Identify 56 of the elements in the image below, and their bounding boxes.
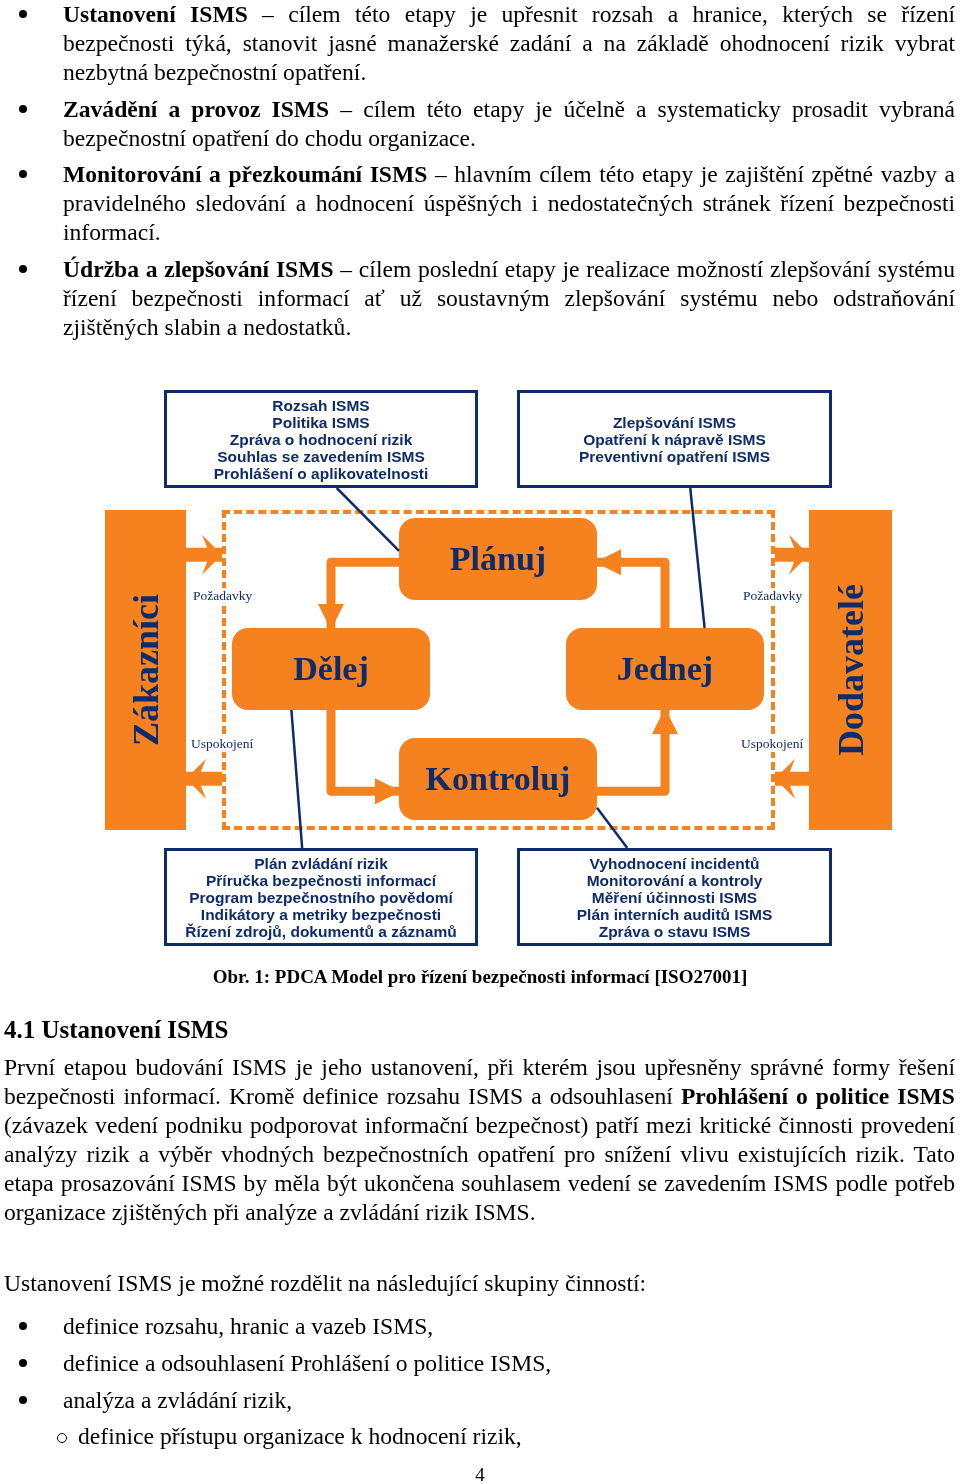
callout-item: Souhlas se zavedením ISMS — [217, 447, 425, 465]
callout-item: Zpráva o stavu ISMS — [598, 922, 751, 940]
arrow — [186, 758, 222, 799]
process-box: Kontroluj — [399, 738, 597, 820]
list-item-text: Ustanovení ISMS – cílem této etapy je upřesnit rozsah a hranice, kterých se řízení bezpečnosti týká, stanovit jasné manažerské zadání a na základě ohodnocení rizik vybrat nezbytná bezpečnostní opatření. — [63, 0, 955, 87]
arrow — [775, 534, 809, 575]
edge-label: Požadavky — [742, 588, 804, 604]
edge-label: Uspokojení — [740, 736, 805, 752]
callout-item: Indikátory a metriky bezpečnosti — [200, 905, 442, 923]
list-item-text: analýza a zvládání rizik, — [63, 1386, 294, 1415]
callout-item: Plán interních auditů ISMS — [576, 905, 773, 923]
callout-item: Vyhodnocení incidentů — [589, 854, 760, 872]
page-number: 4 — [474, 1463, 486, 1484]
list-item-text: Monitorování a přezkoumání ISMS – hlavním cílem této etapy je zajištění zpětné vazby a pravidelného sledování a hodnocení úspěšných i nedostatečných stránek řízení bezpečnosti informací. — [63, 160, 955, 247]
list-item-text: Údržba a zlepšování ISMS – cílem poslední etapy je realizace možností zlepšování systému řízení bezpečnosti informací ať už soustavným zlepšování systému nebo odstraňování zjištěných slabin a nedostatků. — [63, 255, 955, 342]
callout-item: Program bezpečnostního povědomí — [189, 888, 453, 906]
callout-item: Řízení zdrojů, dokumentů a záznamů — [185, 922, 457, 940]
callout-item: Měření účinnosti ISMS — [591, 888, 758, 906]
callout-item: Rozsah ISMS — [272, 396, 370, 414]
callout-item: Plán zvládání rizik — [254, 854, 388, 872]
side-bar: Dodavatelé — [809, 510, 892, 830]
callout-box — [164, 848, 478, 946]
arrow — [595, 549, 670, 628]
callout-item: Příručka bezpečnosti informací — [206, 871, 436, 889]
side-bar: Zákazníci — [105, 510, 186, 830]
callout-item: Prohlášení o aplikovatelnosti — [213, 464, 429, 482]
process-box: Dělej — [232, 628, 430, 710]
paragraph: První etapou budování ISMS je jeho ustanovení, při kterém jsou upřesněny správné formy řešení bezpečnosti informací. Kromě definice rozsahu ISMS a odsouhlasení Prohlášení o politice ISMS (závazek vedení podniku podporovat informační bezpečnost) patří mezi kritické činnosti provedení analýzy rizik a výběr vhodných bezpečnostních opatření pro snížení vlivu existujících rizik. Tato etapa prosazování ISMS by měla být ukončena souhlasem vedení se zavedením ISMS podle potřeb organizace zjištěných při analýze a zvládání rizik ISMS. — [4, 1053, 955, 1227]
list-item-text: definice rozsahu, hranic a vazeb ISMS, — [63, 1312, 435, 1341]
edge-label: Uspokojení — [190, 736, 255, 752]
callout-box — [517, 848, 832, 946]
callout-box — [164, 390, 478, 488]
callout-box — [517, 390, 832, 488]
callout-item: Politika ISMS — [272, 413, 370, 431]
paragraph: Ustanovení ISMS je možné rozdělit na následující skupiny činností: — [4, 1269, 648, 1298]
arrow — [597, 708, 678, 796]
process-box: Plánuj — [399, 518, 597, 600]
arrow — [775, 758, 809, 799]
callout-item: Preventivní opatření ISMS — [578, 447, 771, 465]
list-item-text: definice přístupu organizace k hodnocení rizik, — [78, 1422, 523, 1451]
callout-item: Zlepšování ISMS — [612, 413, 737, 431]
list-item-text: definice a odsouhlasení Prohlášení o politice ISMS, — [63, 1349, 553, 1378]
callout-item: Zpráva o hodnocení rizik — [229, 430, 413, 448]
callout-line — [290, 709, 304, 849]
section-heading: 4.1 Ustanovení ISMS — [4, 1015, 230, 1044]
list-item-text: Zavádění a provoz ISMS – cílem této etapy je účelně a systematicky prosadit vybraná bezpečnostní opatření do chodu organizace. — [63, 95, 955, 153]
callout-item: Opatření k nápravě ISMS — [583, 430, 766, 448]
callout-line — [689, 487, 706, 629]
edge-label: Požadavky — [192, 588, 254, 604]
arrow — [326, 710, 401, 805]
process-box: Jednej — [566, 628, 764, 710]
callout-item: Monitorování a kontroly — [586, 871, 763, 889]
arrow — [186, 534, 222, 575]
figure-caption: Obr. 1: PDCA Model pro řízení bezpečnosti informací [ISO27001] — [211, 966, 749, 988]
arrow — [318, 557, 399, 630]
callout-line — [335, 487, 400, 552]
